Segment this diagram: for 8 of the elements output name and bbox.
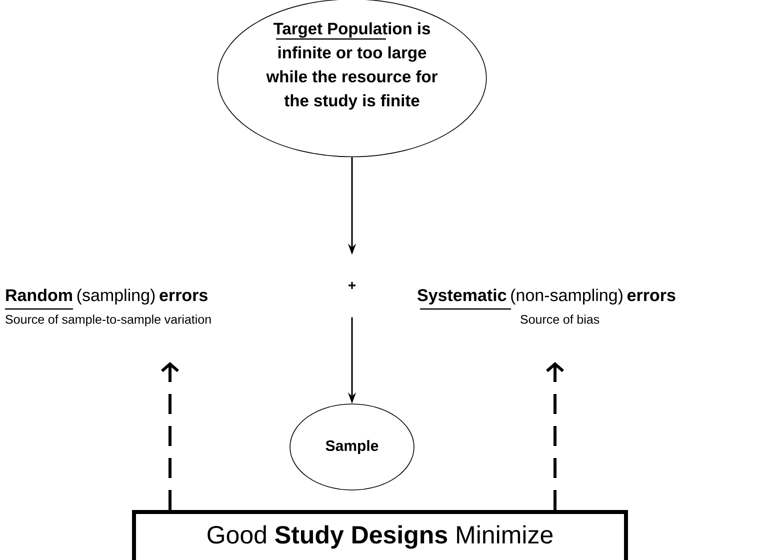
text-block: Random (sampling) errors Source of sample-to-sample variation [5,288,211,326]
title-box: Good Study Designs Minimize [132,510,628,560]
arrow [546,362,564,510]
arrow [161,362,179,510]
text-block: Systematic (non-sampling) errors Source of bias [418,288,676,324]
plus-sign: + [348,282,356,289]
ellipse-node: Sample [290,404,414,490]
ellipse-node: Target Population is infinite or too large while the resource for the study is finite [217,0,487,158]
